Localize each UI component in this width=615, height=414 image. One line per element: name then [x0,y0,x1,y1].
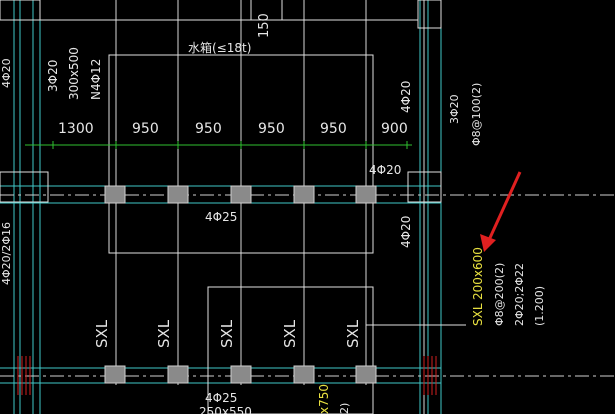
dim-5: 950 [320,121,347,137]
bar-label-corner: 4Φ20 [369,163,401,177]
bottom-section: 250x550 [199,405,252,414]
bottom-right-partial: x750 [317,384,331,414]
bar-label-bottom: 4Φ25 [205,210,237,224]
bottom-right-partial2: 2) [338,403,351,414]
beam-left-bars: 3Φ20 [46,60,60,92]
callout-elevation: (1.200) [533,286,546,326]
top-dimension: 150 [257,13,272,38]
top-ticks [40,0,418,21]
beam-left-waist: N4Φ12 [89,59,103,100]
beam-left-section: 300x500 [67,47,81,100]
left-edge-lower: 4Φ20/2Φ16 [0,222,13,285]
red-arrow-icon [480,171,522,252]
callout-name: SXL [471,303,485,326]
callout-stirrups: Φ8@200(2) [493,263,506,326]
sxl-label-3: SXL [218,319,236,348]
sxl-label-1: SXL [93,319,111,348]
right-beam-bars: 3Φ20 [448,94,461,124]
dim-2: 950 [132,121,159,137]
dim-6: 900 [381,121,408,137]
dimension-line [25,141,412,149]
dim-1: 1300 [58,121,94,137]
rebar-lines [115,0,425,414]
sxl-label-5: SXL [344,319,362,348]
bar-label-right-lower: 4Φ20 [399,216,413,248]
column-squares [104,185,377,384]
left-edge-upper: 4Φ20 [0,58,13,88]
callout-main-bars: 2Φ20;2Φ22 [513,263,526,326]
dim-3: 950 [195,121,222,137]
beam-title: 水箱(≤18t) [188,40,251,55]
dim-4: 950 [258,121,285,137]
right-beam-stirrups: Φ8@100(2) [470,83,483,146]
bottom-bars: 4Φ25 [205,391,237,405]
sxl-label-2: SXL [155,319,173,348]
sxl-label-4: SXL [281,319,299,348]
red-hatch [17,356,437,395]
tank-outline [0,0,442,414]
bar-label-right-upper: 4Φ20 [399,81,413,113]
callout-section: 200x600 [471,247,485,300]
